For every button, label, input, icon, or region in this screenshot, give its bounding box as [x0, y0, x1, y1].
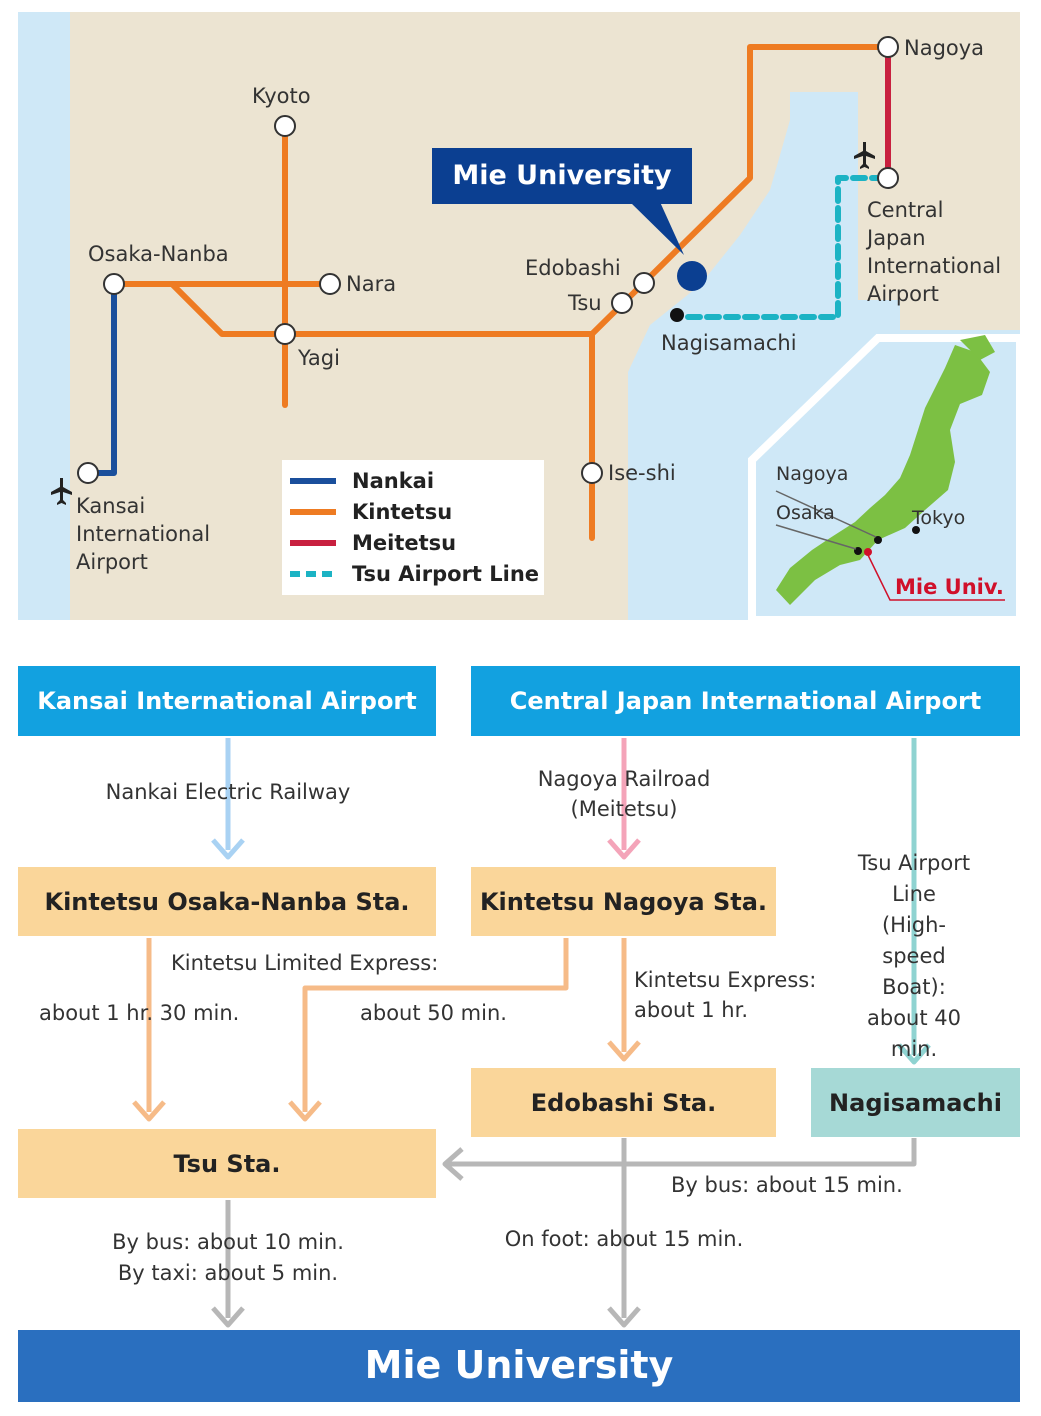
legend-swatch [290, 571, 336, 577]
label-kyoto: Kyoto [252, 84, 311, 108]
arrow-bus-tsu-head [442, 1147, 464, 1181]
station-nagoya [877, 36, 899, 58]
inset-dot-tokyo [912, 526, 920, 534]
label-edobashi: Edobashi [525, 256, 621, 280]
box-kansai-airport: Kansai International Airport [18, 666, 436, 736]
label-nankai-railway: Nankai Electric Railway [105, 780, 351, 804]
box-tsu-sta: Tsu Sta. [18, 1129, 436, 1198]
legend-swatch [290, 509, 336, 515]
inset-label-tokyo: Tokyo [912, 507, 966, 529]
inset-label-mie: Mie Univ. [895, 575, 1004, 599]
station-kansai-airport [77, 462, 99, 484]
box-nagoya-sta: Kintetsu Nagoya Sta. [471, 867, 776, 936]
inset-label-osaka: Osaka [776, 502, 835, 524]
arrow-nagoya-edobashi-head [607, 1040, 641, 1062]
hokkaido-shape [960, 335, 995, 360]
inset-leader-osaka [775, 524, 857, 550]
arrow-nankai-head [211, 838, 245, 860]
label-kansai-airport: Kansai International Airport [76, 494, 211, 574]
arrow-foot-mie-head [607, 1306, 641, 1328]
label-osaka-nanba: Osaka-Nanba [88, 242, 229, 266]
label-central-airport: Central Japan International Airport [867, 198, 1002, 306]
label-nagoya: Nagoya [904, 36, 985, 60]
station-yagi [274, 323, 296, 345]
legend-item-kintetsu: Kintetsu [290, 500, 452, 524]
legend-swatch [290, 478, 336, 484]
label-time-nagoya: about 50 min. [360, 1001, 507, 1025]
station-edobashi [633, 272, 655, 294]
station-ise-shi [581, 462, 603, 484]
inset-label-nagoya: Nagoya [776, 463, 849, 485]
label-ise-shi: Ise-shi [608, 461, 676, 485]
arrow-tsu-mie-head [211, 1306, 245, 1328]
inset-dot-nagoya [874, 536, 882, 544]
label-bus-taxi: By bus: about 10 min. By taxi: about 5 m… [112, 1230, 344, 1285]
callout-label: Mie University [452, 160, 672, 192]
station-nara [319, 273, 341, 295]
mie-university-marker [677, 261, 707, 291]
label-tsu: Tsu [568, 291, 602, 315]
label-time-osaka: about 1 hr. 30 min. [39, 1001, 240, 1025]
box-edobashi-sta: Edobashi Sta. [471, 1068, 776, 1137]
station-osaka-nanba [103, 273, 125, 295]
japan-shape [776, 345, 990, 605]
plane-icon [854, 142, 875, 169]
label-bus-15: By bus: about 15 min. [671, 1173, 903, 1197]
legend-item-meitetsu: Meitetsu [290, 531, 456, 555]
callout-box [432, 148, 692, 204]
arrow-meitetsu-head [607, 838, 641, 860]
callout-pointer [630, 202, 684, 255]
label-nagisamachi: Nagisamachi [661, 331, 797, 355]
box-nagisamachi: Nagisamachi [811, 1068, 1020, 1137]
mie-university-banner [18, 1330, 1020, 1402]
legend-item-tsu-airport-line: Tsu Airport Line [290, 562, 539, 586]
label-nara: Nara [346, 272, 397, 296]
label-kintetsu-express: Kintetsu Express: about 1 hr. [634, 968, 817, 1022]
legend-swatch [290, 540, 336, 546]
arrow-bus-tsu [448, 1138, 917, 1167]
station-central-airport [877, 167, 899, 189]
station-tsu [611, 292, 633, 314]
label-tsu-airport-line: Tsu Airport Line (High-speed Boat): abou… [857, 851, 971, 1061]
tsu-airport-line [685, 175, 891, 320]
mie-university-banner-label: Mie University [364, 1343, 674, 1388]
arrow-nagoya-tsu [302, 938, 569, 1112]
arrow-nagoya-tsu-head [288, 1100, 322, 1122]
label-limited-express: Kintetsu Limited Express: [171, 951, 439, 975]
box-central-airport: Central Japan International Airport [471, 666, 1020, 736]
kintetsu-nagoya-line [589, 44, 891, 541]
inset-dot-mie [864, 548, 872, 556]
arrow-osaka-tsu-head [132, 1100, 166, 1122]
arrow-tsu-line-head [897, 1043, 931, 1065]
station-nagisamachi [670, 308, 684, 322]
inset-leader-mie [867, 554, 1005, 601]
legend-item-nankai: Nankai [290, 469, 434, 493]
box-osaka-nanba-sta: Kintetsu Osaka-Nanba Sta. [18, 867, 436, 936]
station-kyoto [274, 115, 296, 137]
label-meitetsu: Nagoya Railroad (Meitetsu) [537, 767, 711, 821]
label-on-foot: On foot: about 15 min. [504, 1227, 744, 1251]
label-yagi: Yagi [298, 346, 340, 370]
kintetsu-osaka-line [169, 281, 595, 337]
plane-icon [51, 478, 72, 505]
inset-leader-nagoya [775, 490, 877, 538]
